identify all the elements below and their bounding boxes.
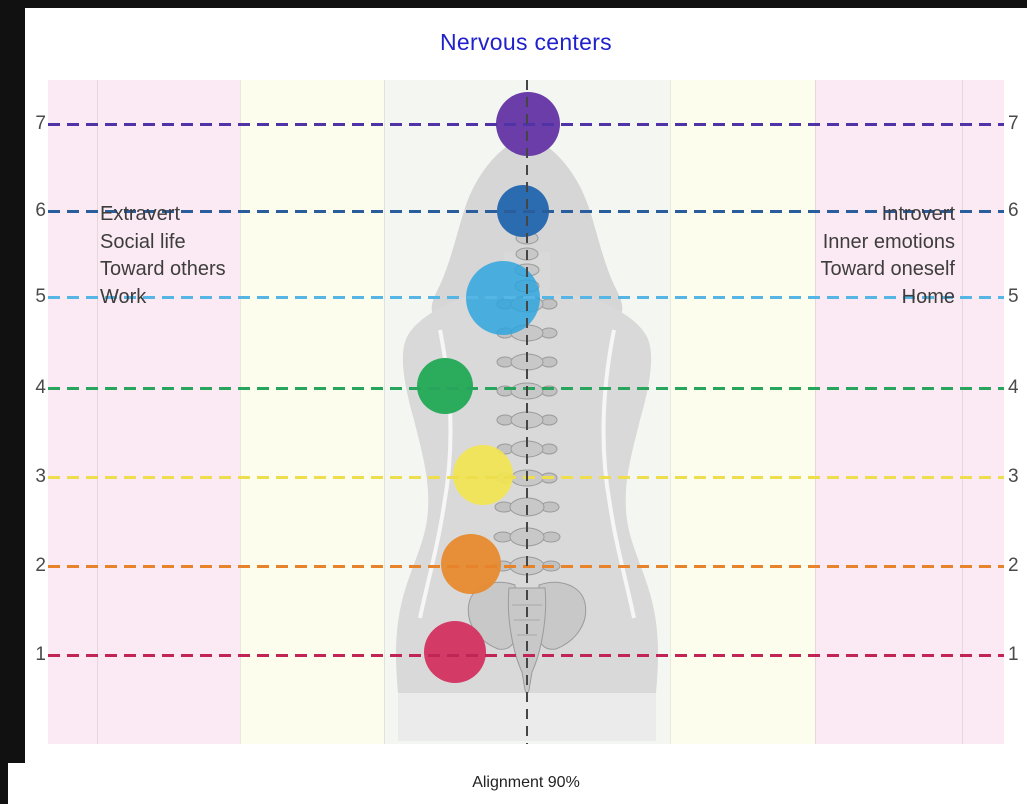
alignment-label: Alignment 90% <box>472 774 580 791</box>
left-frame-bar-bottom <box>0 763 8 804</box>
top-frame-bar <box>0 0 1027 8</box>
nervous-center-1-root[interactable] <box>424 621 486 683</box>
annotation-introvert: Introvert <box>881 203 955 225</box>
background-band-ivory-left <box>240 80 384 744</box>
annotation-toward-oneself: Toward oneself <box>820 258 955 280</box>
nervous-center-2-sacral[interactable] <box>441 534 501 594</box>
vertical-gridline <box>815 80 816 744</box>
annotation-work: Work <box>100 285 147 308</box>
nervous-center-5-throat[interactable] <box>466 261 540 335</box>
background-band-pink-right <box>815 80 1004 744</box>
annotation-social-life: Social life <box>100 230 186 253</box>
annotation-toward-others: Toward others <box>100 258 226 280</box>
nervous-center-6-third-eye[interactable] <box>497 185 549 237</box>
annotation-extravert: Extravert <box>100 203 181 225</box>
vertical-gridline <box>384 80 385 744</box>
right-annotation-block: Introvert Inner emotions Toward oneself … <box>820 201 955 311</box>
vertical-gridline <box>97 80 98 744</box>
nervous-center-7-crown[interactable] <box>496 92 560 156</box>
background-band-ivory-right <box>670 80 815 744</box>
chart-title: Nervous centers <box>440 29 612 55</box>
vertical-gridline <box>240 80 241 744</box>
left-frame-bar <box>0 0 25 763</box>
background-band-pink-left <box>48 80 240 744</box>
annotation-home: Home <box>901 285 955 308</box>
nervous-center-3-solar-plexus[interactable] <box>453 445 513 505</box>
vertical-gridline <box>962 80 963 744</box>
annotation-inner-emotions: Inner emotions <box>822 230 955 253</box>
vertical-gridline <box>670 80 671 744</box>
nervous-center-4-heart[interactable] <box>417 358 473 414</box>
left-annotation-block: Extravert Social life Toward others Work <box>100 201 226 311</box>
